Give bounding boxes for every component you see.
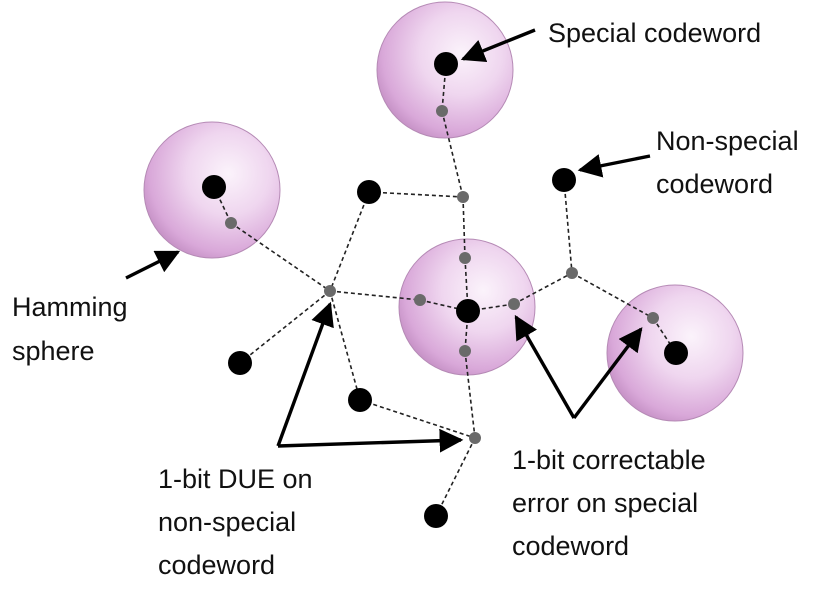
- label-correctable-line-3: codeword: [512, 531, 629, 561]
- edge: [464, 350, 476, 439]
- non-special-codeword-dot: [348, 388, 372, 412]
- edge: [239, 290, 331, 364]
- error-word-dot: [436, 105, 448, 117]
- arrow-due-2: [277, 428, 464, 453]
- arrow-correctable-1: [514, 314, 576, 419]
- error-word-dot: [647, 312, 659, 324]
- special-codeword-dot: [456, 299, 480, 323]
- edge: [359, 399, 476, 439]
- arrow-hamming-sphere: [125, 250, 181, 280]
- label-due-line-3: codeword: [158, 550, 275, 580]
- edge: [571, 272, 654, 319]
- non-special-codeword-dot: [357, 180, 381, 204]
- edge: [329, 191, 370, 292]
- error-word-dot: [469, 432, 481, 444]
- label-due-line-1: 1-bit DUE on: [158, 464, 313, 494]
- labels: Special codeword Non-special codeword Ha…: [12, 18, 799, 580]
- label-non-special-line-1: Non-special: [656, 126, 799, 156]
- label-due-line-2: non-special: [158, 507, 296, 537]
- error-word-dot: [459, 252, 471, 264]
- edge: [368, 191, 464, 198]
- label-hamming-line-2: sphere: [12, 336, 95, 366]
- arrow-non-special-codeword: [577, 154, 651, 178]
- edge: [329, 290, 361, 401]
- label-correctable-line-2: error on special: [512, 488, 698, 518]
- label-hamming-line-1: Hamming: [12, 292, 128, 322]
- non-special-codeword-dot: [552, 168, 576, 192]
- edge: [513, 272, 573, 305]
- codewords: [202, 52, 688, 528]
- non-special-codeword-dot: [424, 504, 448, 528]
- arrow-special-codeword: [460, 28, 536, 63]
- label-non-special-line-2: codeword: [656, 169, 773, 199]
- edge: [419, 299, 469, 312]
- label-correctable-line-1: 1-bit correctable: [512, 445, 706, 475]
- edge: [329, 290, 421, 301]
- special-codeword-dot: [664, 341, 688, 365]
- error-word-dot: [414, 294, 426, 306]
- error-word-dot: [459, 345, 471, 357]
- error-word-dot: [508, 298, 520, 310]
- error-words: [225, 105, 659, 444]
- edge: [230, 222, 331, 292]
- edge: [563, 179, 573, 274]
- annotation-arrows: [125, 28, 651, 453]
- special-codeword-dot: [434, 52, 458, 76]
- edge: [435, 437, 476, 517]
- non-special-codeword-dot: [228, 351, 252, 375]
- special-codeword-dot: [202, 175, 226, 199]
- label-special-codeword: Special codeword: [548, 18, 761, 48]
- error-word-dot: [225, 217, 237, 229]
- error-word-dot: [324, 285, 336, 297]
- arrow-due-1: [276, 301, 334, 447]
- error-word-dot: [566, 267, 578, 279]
- edge: [462, 196, 466, 259]
- arrow-correctable-2: [572, 327, 643, 420]
- edge: [441, 110, 464, 198]
- error-word-dot: [457, 191, 469, 203]
